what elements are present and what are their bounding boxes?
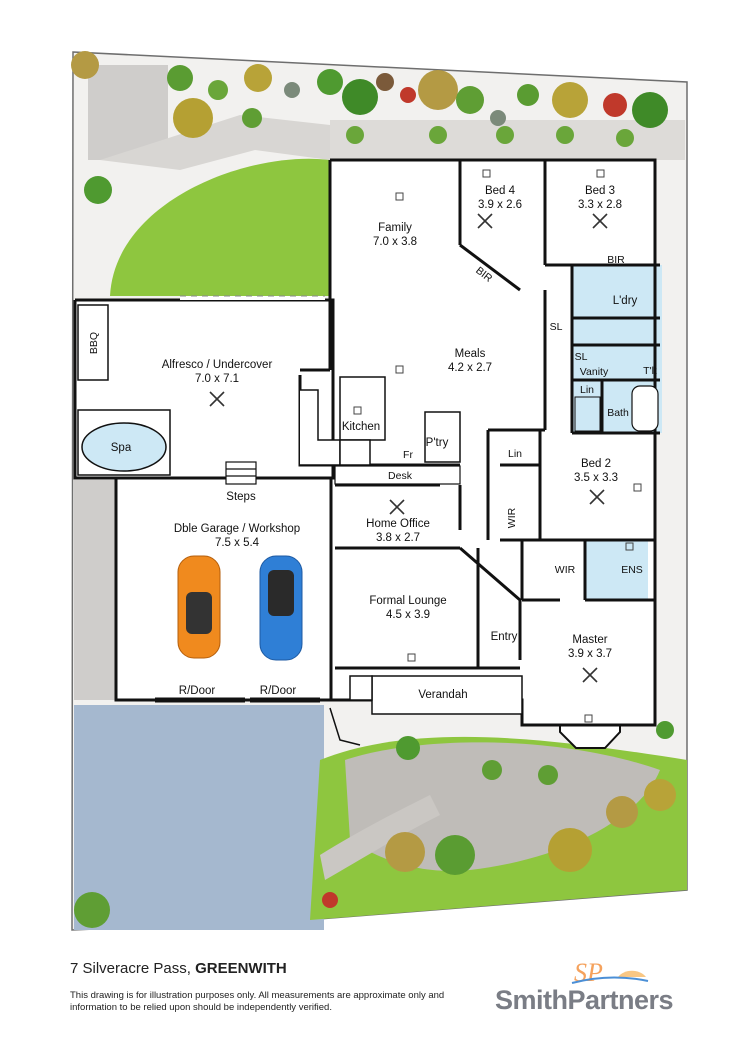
sl-label-1: SL [550, 321, 563, 333]
garage-size-label: 7.5 x 5.4 [215, 537, 260, 549]
bir-bed3-label: BIR [607, 254, 625, 266]
alfresco-steps [225, 461, 257, 485]
sl-label-2: SL [575, 351, 588, 363]
vanity-label: Vanity [580, 366, 609, 378]
ensuite-label: ENS [621, 564, 643, 576]
meals-name-label: Meals [455, 348, 486, 360]
linen-label-1: Lin [580, 384, 594, 396]
bed4-size-label: 3.9 x 2.6 [478, 199, 522, 211]
pantry-label: P'try [426, 437, 449, 449]
interior-floor [75, 160, 662, 725]
logo-monogram: SP [574, 958, 603, 987]
address-street: 7 Silveracre Pass, [70, 960, 191, 977]
smithpartners-logo: SP SmithPartners [495, 955, 695, 1025]
alfresco-name-label: Alfresco / Undercover [162, 359, 273, 371]
shower-box [574, 396, 601, 432]
address-suburb: GREENWITH [195, 960, 287, 977]
logo-wordmark: SmithPartners [495, 985, 674, 1015]
spa-label: Spa [111, 442, 132, 454]
bed2-size-label: 3.5 x 3.3 [574, 472, 618, 484]
home-office-size-label: 3.8 x 2.7 [376, 532, 420, 544]
garage-name-label: Dble Garage / Workshop [174, 523, 300, 535]
steps-label: Steps [226, 491, 256, 503]
light-markers [353, 169, 642, 723]
toilet-label: T'lt [643, 365, 657, 377]
entry-label: Entry [491, 631, 518, 643]
formal-lounge-size-label: 4.5 x 3.9 [386, 609, 430, 621]
bed4-name-label: Bed 4 [485, 185, 516, 197]
ceiling-fans [209, 213, 608, 683]
alfresco-size-label: 7.0 x 7.1 [195, 373, 239, 385]
wir-master-label: WIR [555, 564, 576, 576]
property-address: 7 Silveracre Pass, GREENWITH [70, 960, 287, 977]
master-name-label: Master [572, 634, 607, 646]
disclaimer-text: This drawing is for illustration purpose… [70, 990, 445, 1013]
car-orange-roof [186, 592, 212, 634]
meals-size-label: 4.2 x 2.7 [448, 362, 492, 374]
desk-label: Desk [388, 470, 413, 482]
desk-bench [334, 465, 461, 485]
bath-tub [631, 385, 659, 432]
logo-mark: SP [571, 958, 649, 987]
bed2-name-label: Bed 2 [581, 458, 611, 470]
formal-lounge-name-label: Formal Lounge [369, 595, 446, 607]
family-name-label: Family [378, 222, 412, 234]
bbq-label: BBQ [88, 332, 100, 354]
kitchen-label: Kitchen [342, 421, 380, 433]
kitchen-benches [300, 376, 461, 466]
bed3-name-label: Bed 3 [585, 185, 615, 197]
bbq-bench [77, 304, 109, 381]
roller-door-1-label: R/Door [179, 685, 216, 697]
master-size-label: 3.9 x 3.7 [568, 648, 612, 660]
laundry-label: L'dry [613, 295, 638, 307]
verandah-slab [371, 675, 523, 715]
landscape-shrubs [71, 51, 676, 928]
fridge-label: Fr [403, 449, 413, 461]
bath-label: Bath [607, 407, 629, 419]
entry-path [329, 707, 361, 746]
spa [81, 422, 167, 472]
home-office-name-label: Home Office [366, 518, 430, 530]
verandah-label: Verandah [418, 689, 467, 701]
roller-door-2-label: R/Door [260, 685, 297, 697]
family-size-label: 7.0 x 3.8 [373, 236, 417, 248]
front-steps [349, 675, 373, 701]
car-blue-roof [268, 570, 294, 616]
bed3-size-label: 3.3 x 2.8 [578, 199, 622, 211]
linen-label-2: Lin [508, 448, 522, 460]
wir-bed2-label: WIR [506, 507, 518, 528]
